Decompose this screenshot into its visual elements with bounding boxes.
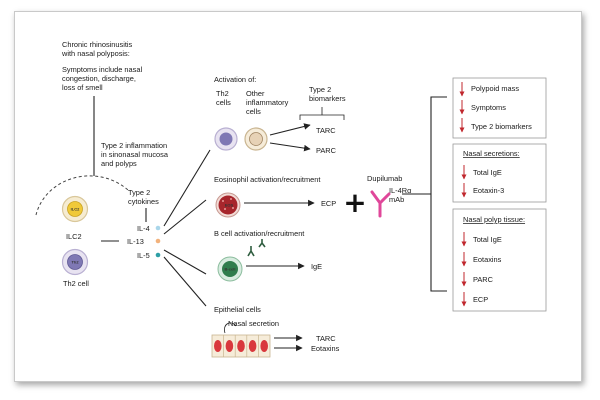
eosinophil-cell-icon: EOS [215,192,241,218]
intro-title-line2: with nasal polyposis: [61,49,130,58]
nasal-secretions-title: Nasal secretions: [463,149,520,158]
intro-title-line1: Chronic rhinosinusitis [62,40,133,49]
nasal-secretion-label: Nasal secretion [228,319,279,328]
tissue-total-ige: Total IgE [473,235,502,244]
eos-inner-label: EOS [225,203,234,208]
intro-symptoms-line2: congestion, discharge, [62,74,136,83]
cytokine-il13: IL-13 [127,237,144,246]
cytokine-il4: IL-4 [137,224,150,233]
cytokine-il5: IL-5 [137,251,150,260]
intro-symptoms-line3: loss of smell [62,83,103,92]
activation-th2-line2: cells [216,98,231,107]
plus-sign: + [343,186,366,219]
secretions-total-ige: Total IgE [473,168,502,177]
polyp-tissue-title: Nasal polyp tissue: [463,215,525,224]
il5-dot [155,252,161,258]
secretion-curve-icon [224,322,237,334]
tissue-ecp: ECP [473,295,488,304]
outcome-box-nasal-secretions [452,143,547,203]
activated-th2-cell-icon [214,127,238,151]
outcome-symptoms: Symptoms [471,103,506,112]
inflammatory-cell-icon [244,127,268,151]
outcome-type2-biomarkers: Type 2 biomarkers [471,122,532,131]
fan-line-eosinophil [163,199,207,235]
activation-th2-line1: Th2 [216,89,229,98]
fan-line-activation [163,149,211,227]
bcell-ige: IgE [311,262,322,271]
tissue-eotaxins: Eotaxins [473,255,502,264]
ilc2-cell-icon: ILC2 [61,195,89,223]
fan-line-bcell [163,249,207,275]
cytokines-title-line1: Type 2 [128,188,150,197]
epithelial-tarc: TARC [316,334,336,343]
ilc2-label: ILC2 [66,232,82,241]
bcell-inner-label: B-cell [225,267,236,272]
epithelial-title: Epithelial cells [214,305,261,314]
activation-other-line3: cells [246,107,261,116]
outcome-polypoid-mass: Polypoid mass [471,84,519,93]
epithelial-cells-icon [211,334,271,358]
inflammation-line3: and polyps [101,159,137,168]
activation-other-line2: inflammatory [246,98,289,107]
outcomes-bracket [430,96,447,292]
bcell-title: B cell activation/recruitment [214,229,304,238]
fan-line-epithelial [163,256,207,307]
activation-tarc: TARC [316,126,336,135]
arrow-to-tarc [269,123,311,136]
intro-symptoms-line1: Symptoms include nasal [62,65,142,74]
eosinophil-ecp: ECP [321,199,336,208]
ilc2-inner-label: ILC2 [71,207,80,212]
antibody-icon [247,239,266,257]
dupilumab-target-line2: mAb [389,195,404,204]
biomarkers-line1: Type 2 [309,85,331,94]
outcome-box-polyp-tissue [452,208,547,312]
outcome-box-overall [452,77,547,139]
il4-dot [155,225,161,231]
biomarkers-line2: biomarkers [309,94,346,103]
activation-parc: PARC [316,146,337,155]
inflammation-line1: Type 2 inflammation [101,141,167,150]
eosinophil-title: Eosinophil activation/recruitment [214,175,320,184]
biomarkers-bracket [299,107,345,120]
th2-inner-label: Th2 [71,260,79,265]
inflammation-line2: in sinonasal mucosa [101,150,169,159]
th2-label: Th2 cell [63,279,89,288]
dashed-arc [35,175,129,216]
dupilumab-label: Dupilumab [367,174,402,183]
arrow-to-parc [269,142,311,152]
antibody-drug-icon [370,190,391,218]
secretions-eotaxin3: Eotaxin-3 [473,186,504,195]
cytokines-title-line2: cytokines [128,197,159,206]
tissue-parc: PARC [473,275,494,284]
activation-title: Activation of: [214,75,256,84]
dupilumab-target-line1: IL-4Rα [389,186,412,195]
activation-other-line1: Other [246,89,265,98]
il13-dot [155,238,161,244]
bcell-icon: B-cell [217,256,243,282]
th2-cell-icon: Th2 [61,248,89,276]
epithelial-eotaxins: Eotaxins [311,344,340,353]
